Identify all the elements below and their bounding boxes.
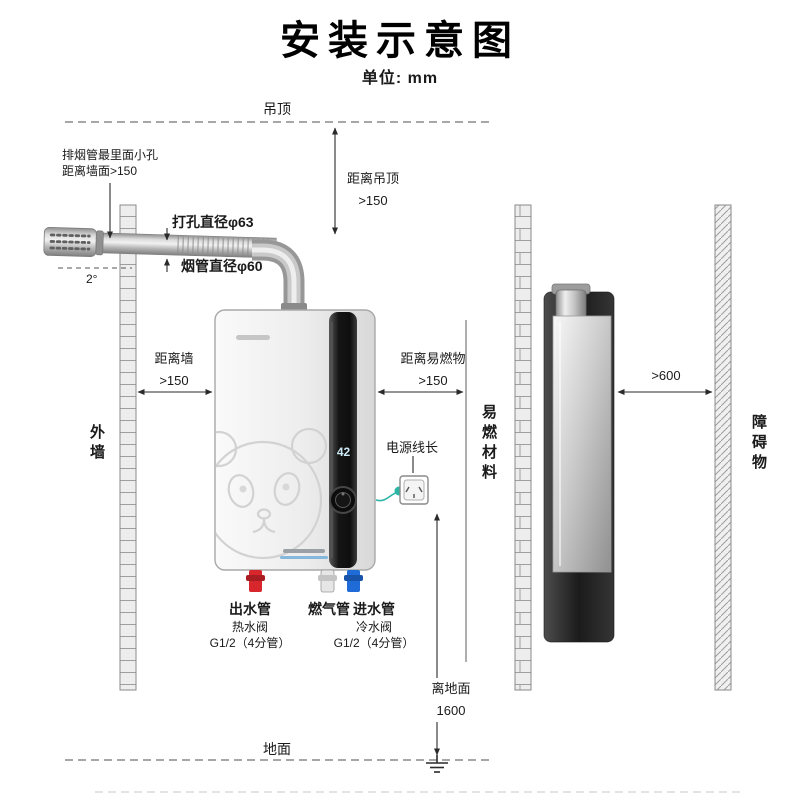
slope-angle-label: 2° [86, 272, 98, 286]
power-cord-label: 电源线长 [386, 440, 439, 455]
water-heater-front [214, 309, 376, 571]
flammable-wall [514, 204, 532, 691]
ground-symbol [426, 755, 448, 773]
obstacle-wall [714, 204, 732, 691]
ceiling-clearance-value: >150 [358, 193, 388, 208]
page-title: 安装示意图 [280, 19, 520, 63]
floor-height-label: 离地面 [429, 678, 473, 700]
wall-clearance-value: >150 [159, 373, 189, 388]
exterior-wall [119, 204, 137, 691]
exhaust-pipe-elbow [252, 239, 307, 318]
exhaust-note: 排烟管最里面小孔 距离墙面>150 [62, 147, 158, 179]
exhaust-note-line1: 排烟管最里面小孔 [62, 148, 159, 162]
ceiling-clearance: 距离吊顶 >150 [339, 168, 407, 212]
control-knob [329, 486, 357, 514]
wall-clearance-label: 距离墙 [154, 351, 194, 366]
ceiling-clearance-label: 距离吊顶 [346, 171, 399, 186]
flammable-clearance-value: >150 [418, 373, 448, 388]
connection-pipes [246, 569, 363, 593]
brand-logo [236, 335, 270, 340]
power-cord [375, 491, 399, 502]
ground-label: 地面 [263, 741, 291, 757]
obstacle-clearance-value: >600 [651, 368, 681, 383]
ground-line [65, 759, 745, 793]
gas-pipe-label: 燃气管 [308, 601, 350, 617]
unit-label: 单位: mm [361, 70, 439, 87]
hot-pipe-block: 出水管 热水阀 G1/2（4分管） [205, 600, 295, 651]
wall-clearance: 距离墙 >150 [133, 348, 215, 392]
cold-pipe-block: 进水管 冷水阀 G1/2（4分管） [329, 600, 419, 651]
exterior-wall-label: 外墙 [88, 424, 105, 464]
hot-valve-spec: G1/2（4分管） [209, 636, 291, 650]
flammable-material-label: 易燃材料 [480, 404, 497, 484]
flammable-clearance-label: 距离易燃物 [400, 351, 466, 366]
exhaust-pipe-horizontal [43, 226, 277, 259]
heater-side-view [543, 283, 615, 643]
hot-pipe-label: 出水管 [229, 601, 271, 617]
temperature-display: 42 [336, 445, 351, 459]
hot-valve-label: 热水阀 [231, 620, 268, 634]
exhaust-note-line2: 距离墙面>150 [62, 164, 138, 178]
model-text-line [280, 556, 328, 559]
floor-height: 离地面 1600 [423, 678, 479, 722]
exhaust-vent-cap [43, 226, 97, 258]
gas-pipe-block: 燃气管 [300, 600, 358, 619]
cold-pipe-label: 进水管 [353, 601, 395, 617]
model-text-line [283, 549, 325, 553]
control-strip [329, 312, 357, 568]
ceiling-label: 吊顶 [263, 101, 291, 117]
pipe-diameter-label: 烟管直径φ60 [181, 258, 263, 274]
obstacle-label: 障碍物 [750, 414, 767, 474]
flammable-clearance: 距离易燃物 >150 [391, 348, 475, 392]
hole-diameter-label: 打孔直径φ63 [172, 214, 254, 230]
floor-height-value: 1600 [434, 700, 468, 722]
cold-valve-label: 冷水阀 [355, 620, 392, 634]
power-outlet [375, 475, 429, 505]
panda-artwork [216, 427, 328, 560]
cold-valve-spec: G1/2（4分管） [333, 636, 415, 650]
